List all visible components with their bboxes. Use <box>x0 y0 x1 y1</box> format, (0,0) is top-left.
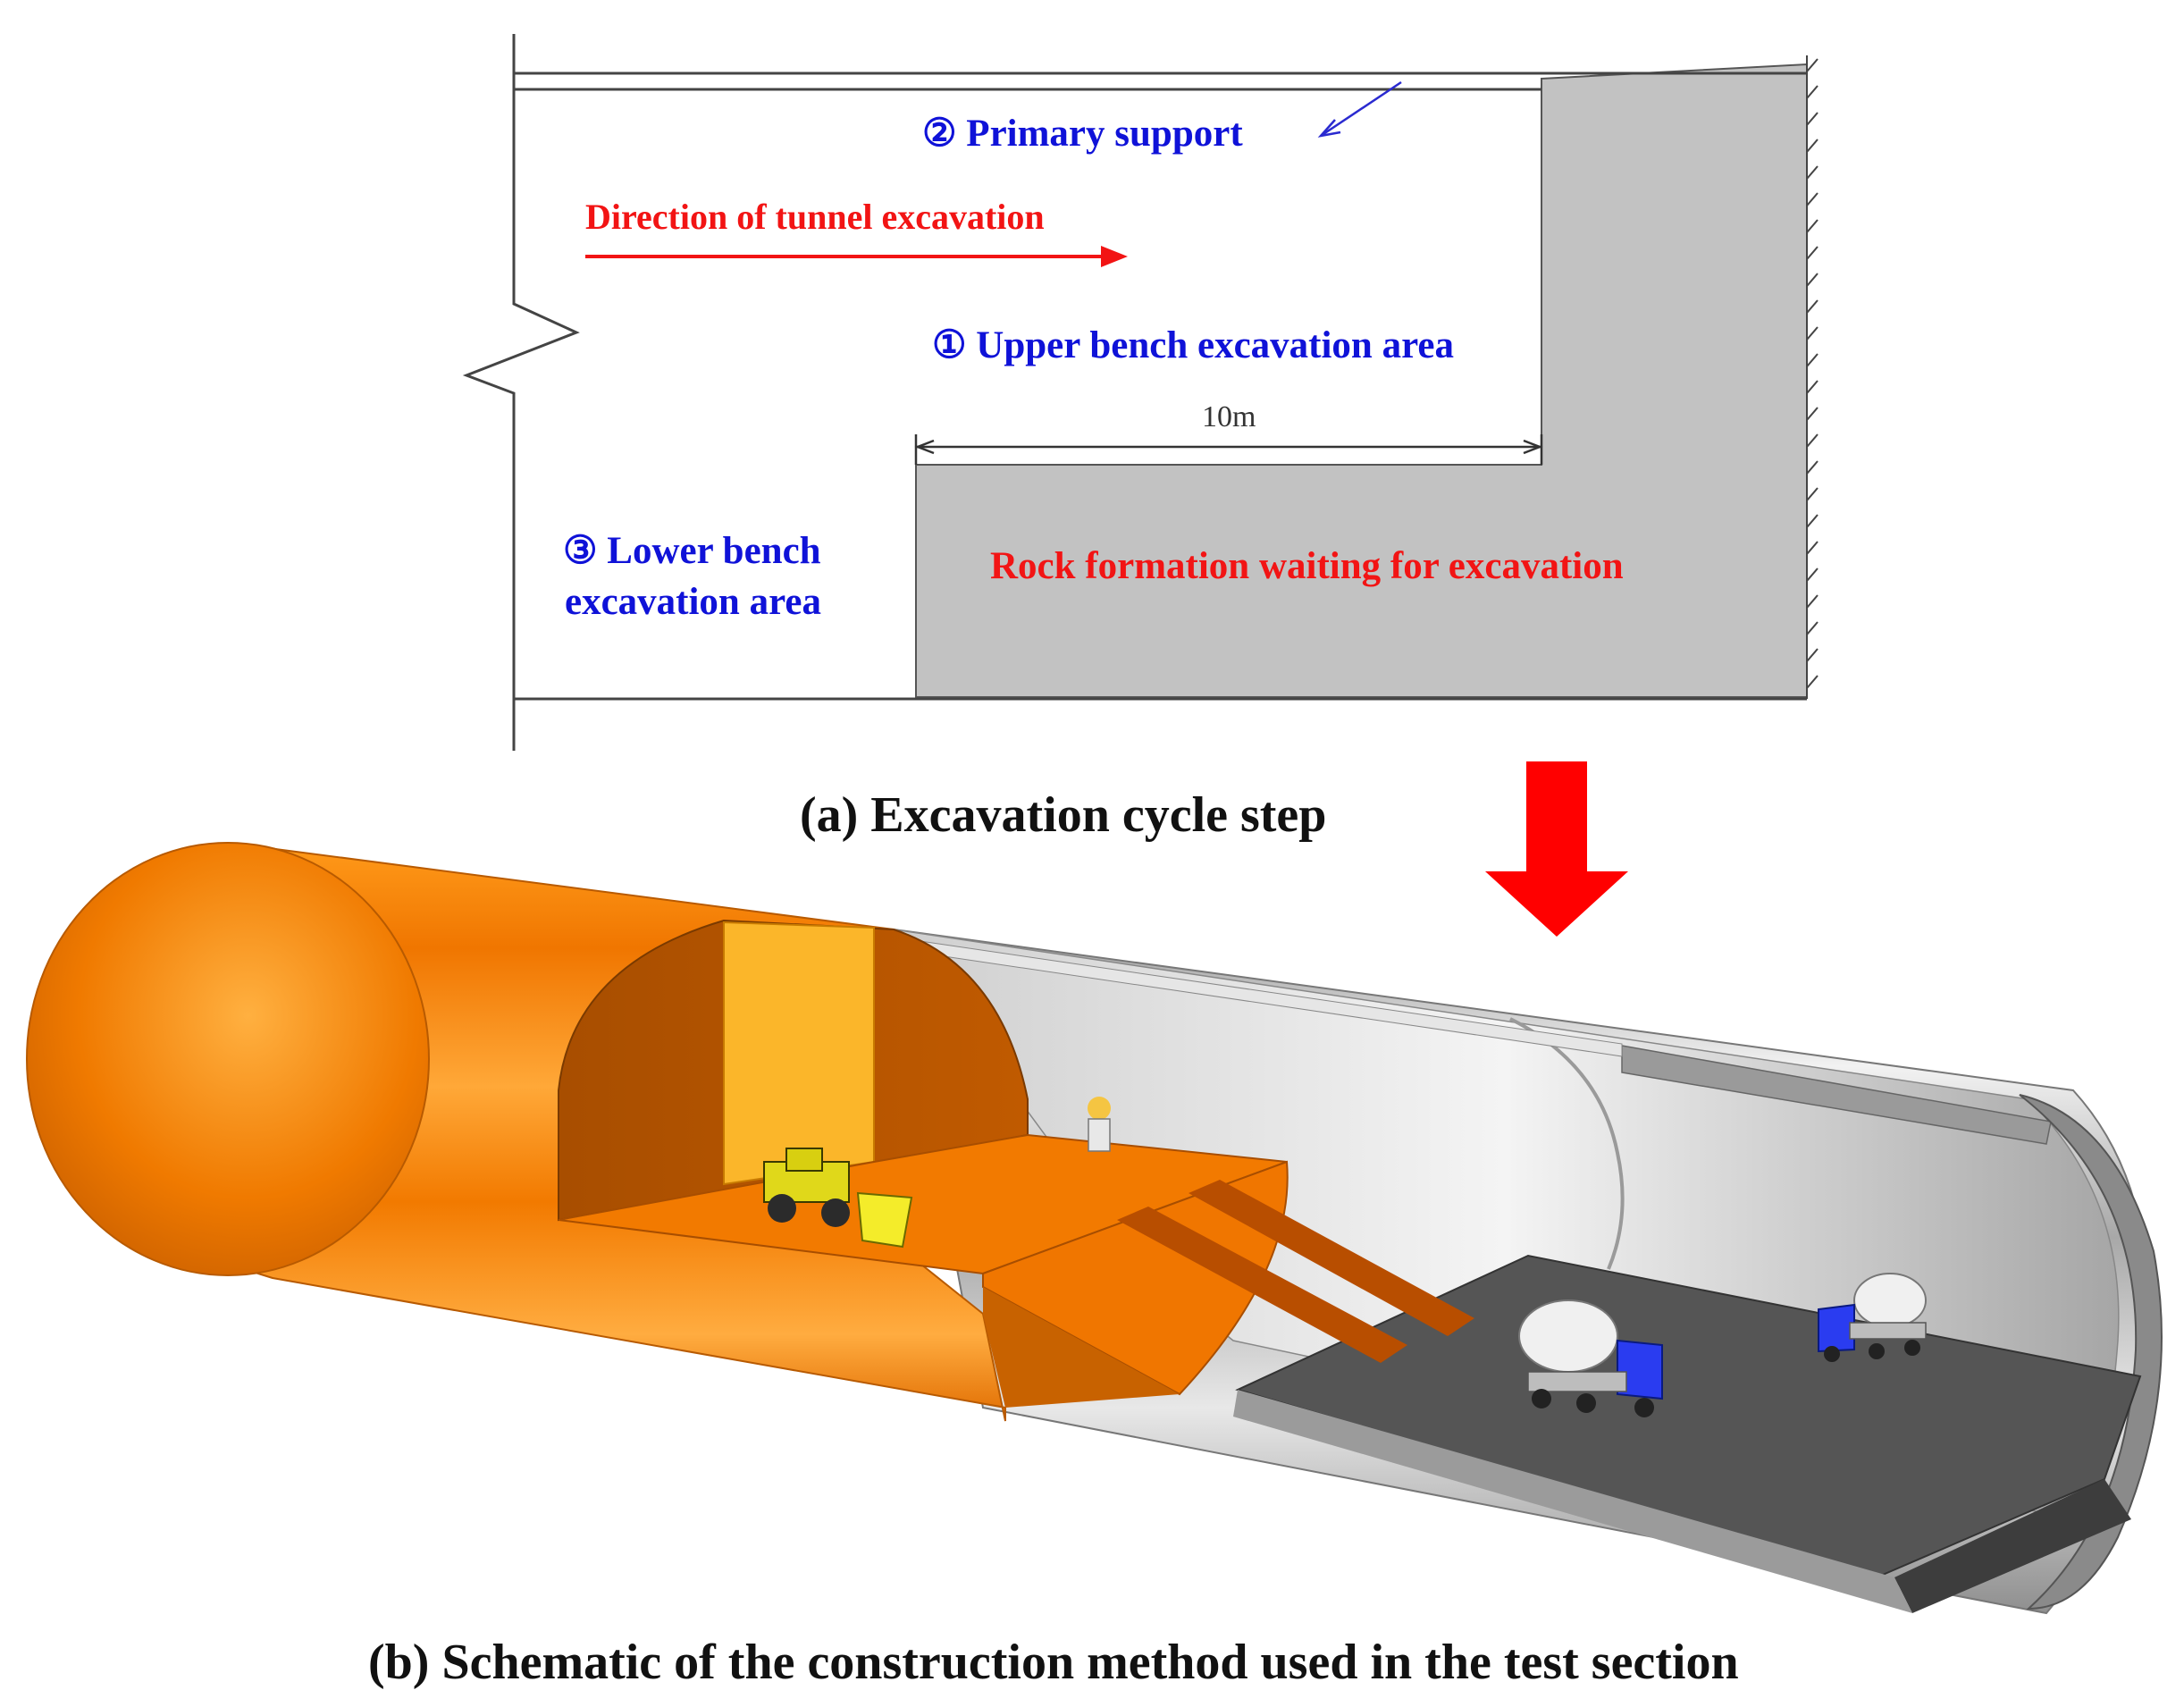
wheel-loader-icon <box>763 1148 913 1249</box>
caption-a: (a) Excavation cycle step <box>800 787 1326 843</box>
break-line <box>462 34 580 751</box>
floor-slab-front <box>1233 1390 1912 1613</box>
panel-b-tunnel-3d <box>26 842 2163 1615</box>
caption-b: (b) Schematic of the construction method… <box>368 1635 1739 1690</box>
label-rock: Rock formation waiting for excavation <box>990 545 1624 587</box>
bench-side-face <box>983 1274 1180 1408</box>
panel-a-diagram: ② Primary support Direction of tunnel ex… <box>462 34 1819 751</box>
ground-hatching <box>1806 55 1819 699</box>
primary-support-pointer <box>1320 80 1402 138</box>
direction-arrowhead <box>1101 246 1128 267</box>
ramp-beam-2 <box>1189 1180 1474 1336</box>
orange-tube-end <box>26 842 430 1276</box>
lining-ring <box>1509 1017 1625 1270</box>
dimension-10m <box>914 434 1543 465</box>
mixer-truck-icon-1 <box>1518 1299 1663 1417</box>
gray-tube-rim <box>2019 1094 2163 1610</box>
label-dimension: 10m <box>1202 400 1256 433</box>
primary-support-pointer-head <box>1317 119 1341 138</box>
label-lower-bench-1: ③ Lower bench <box>563 530 821 572</box>
worker-icon <box>1088 1097 1111 1152</box>
rock-formation-block <box>915 63 1808 698</box>
ramp-beam-1 <box>1117 1207 1407 1363</box>
label-primary-support: ② Primary support <box>922 113 1243 155</box>
label-upper-bench: ① Upper bench excavation area <box>932 324 1454 366</box>
label-direction: Direction of tunnel excavation <box>585 197 1045 237</box>
floor-slab-side <box>1894 1479 2131 1613</box>
label-lower-bench-2: excavation area <box>565 581 821 623</box>
excavation-face <box>723 921 875 1186</box>
transition-arrow <box>1485 761 1628 937</box>
top-rail-strip <box>1621 1045 2052 1145</box>
mixer-truck-icon-2 <box>1818 1273 1927 1362</box>
